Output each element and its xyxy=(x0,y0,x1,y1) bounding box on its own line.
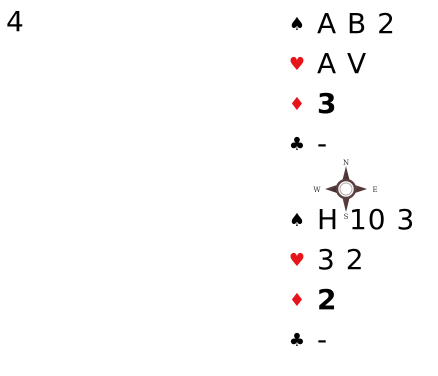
diamond-icon: ♦ xyxy=(288,289,306,311)
north-clubs-row: ♣ - xyxy=(287,124,396,164)
compass-rose-icon: N S W E xyxy=(313,159,377,220)
north-spades-row: ♠ A B 2 xyxy=(287,4,396,44)
north-diamonds-row: ♦ 3 xyxy=(287,84,396,124)
south-hearts-cards: 3 2 xyxy=(317,243,365,276)
club-icon: ♣ xyxy=(288,133,306,155)
compass-west-pointer xyxy=(325,185,337,193)
north-diamonds-cards: 3 xyxy=(317,87,338,120)
compass-e-label: E xyxy=(372,186,377,194)
north-hearts-cards: A V xyxy=(317,47,368,80)
south-diamonds-cards: 2 xyxy=(317,283,338,316)
south-spades-cards: H 10 3 xyxy=(317,203,416,236)
compass-w-label: W xyxy=(313,186,321,194)
south-hand: ♠ H 10 3 ♥ 3 2 ♦ 2 ♣ - xyxy=(287,200,415,360)
south-diamonds-row: ♦ 2 xyxy=(287,280,415,320)
club-icon: ♣ xyxy=(288,329,306,351)
spade-icon: ♠ xyxy=(288,209,306,231)
compass-south-pointer xyxy=(342,196,350,212)
compass-east-pointer xyxy=(355,185,367,193)
spade-icon: ♠ xyxy=(288,13,306,35)
compass-n-label: N xyxy=(343,159,349,167)
south-hearts-row: ♥ 3 2 xyxy=(287,240,415,280)
north-hearts-row: ♥ A V xyxy=(287,44,396,84)
north-hand: ♠ A B 2 ♥ A V ♦ 3 ♣ - xyxy=(287,4,396,164)
compass-north-pointer xyxy=(342,166,350,182)
north-spades-cards: A B 2 xyxy=(317,7,396,40)
north-clubs-cards: - xyxy=(317,127,329,160)
south-spades-row: ♠ H 10 3 xyxy=(287,200,415,240)
heart-icon: ♥ xyxy=(288,53,306,75)
heart-icon: ♥ xyxy=(288,249,306,271)
compass-s-label: S xyxy=(344,213,349,220)
board-number: 4 xyxy=(6,5,24,38)
south-clubs-cards: - xyxy=(317,323,329,356)
diamond-icon: ♦ xyxy=(288,93,306,115)
south-clubs-row: ♣ - xyxy=(287,320,415,360)
